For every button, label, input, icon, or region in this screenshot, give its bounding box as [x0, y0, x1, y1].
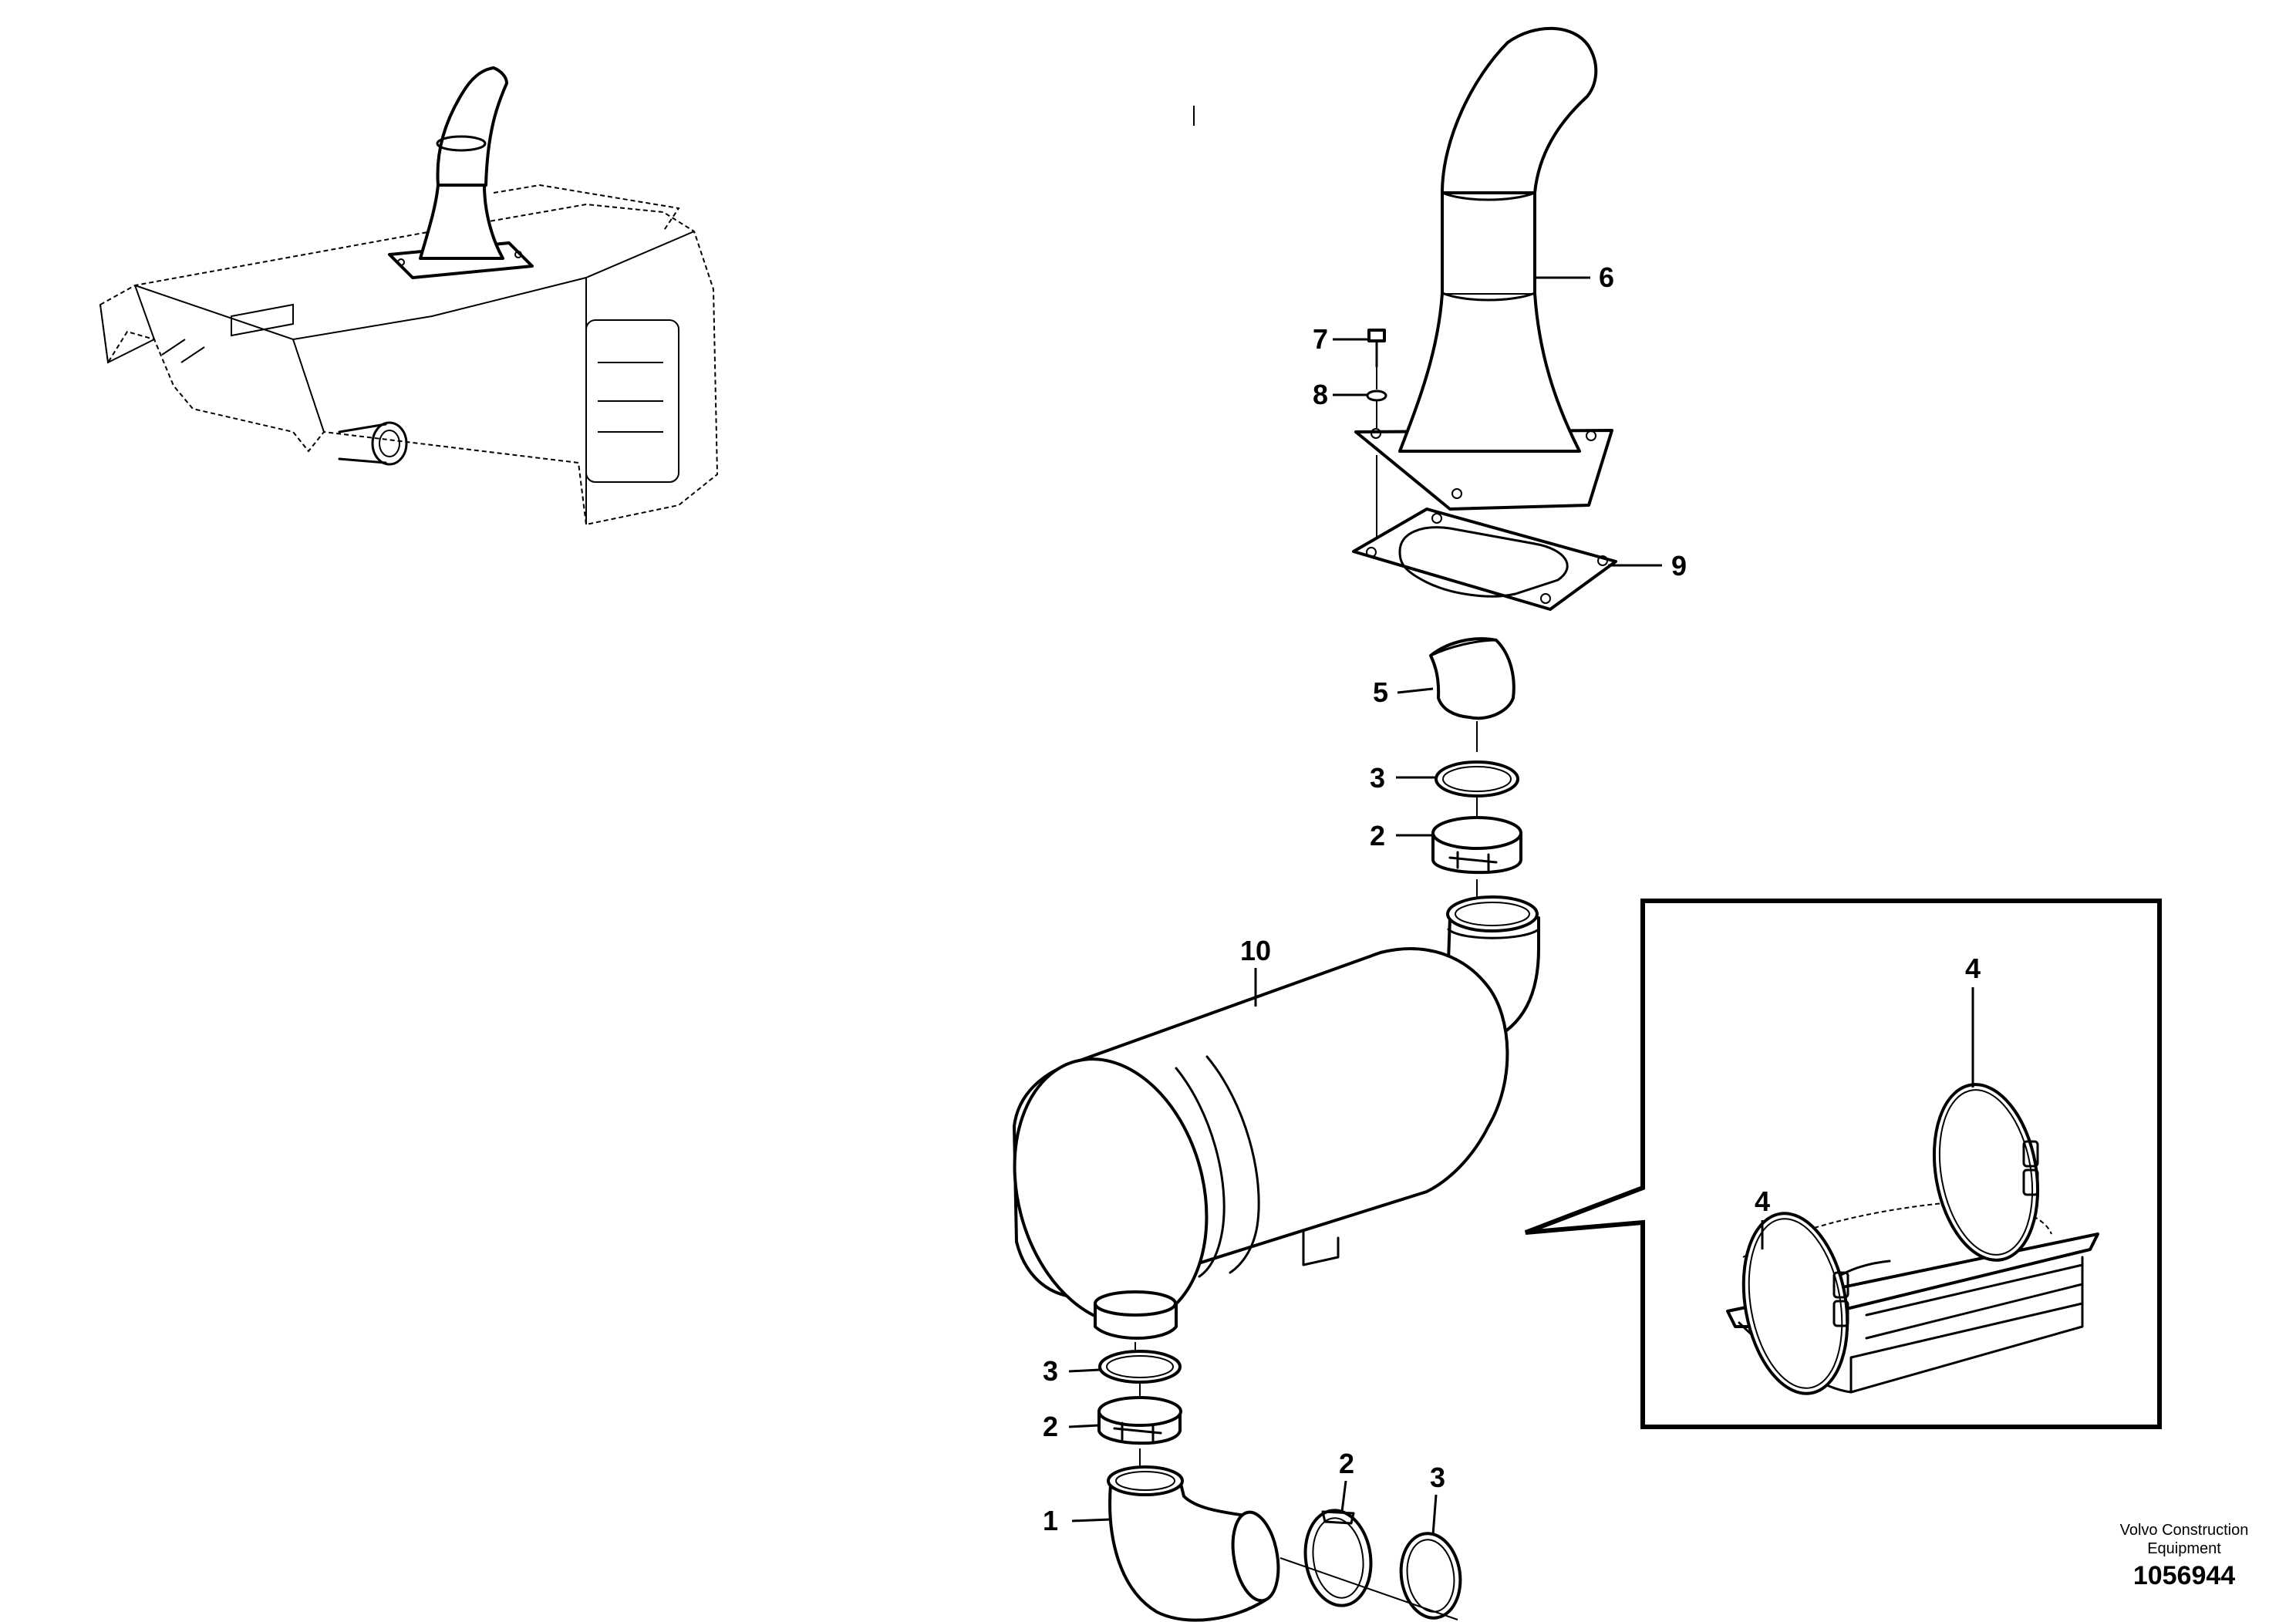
drawing-number: 1056944 [2132, 1561, 2236, 1590]
callout-3-upper: 3 [1370, 762, 1385, 794]
callout-4-right: 4 [1965, 953, 1981, 984]
mounting-bracket-detail [1726, 1083, 2099, 1395]
v-clamp-upper [1431, 816, 1522, 875]
callout-2-upper: 2 [1370, 820, 1385, 851]
exhaust-stack-pipe [1354, 26, 1613, 511]
brand-name-line-2: Equipment [2147, 1540, 2221, 1557]
flange-washer [1366, 389, 1387, 402]
leader-lines [1068, 276, 1974, 1536]
flange-gasket [1352, 508, 1617, 611]
overview-hood-illustration [99, 66, 1195, 526]
elbow-pipe-lower [1107, 1465, 1280, 1622]
callout-8: 8 [1313, 379, 1328, 410]
seal-ring-lower [1098, 1350, 1182, 1384]
callout-3-right: 3 [1430, 1462, 1445, 1493]
brand-name-line-1: Volvo Construction [2119, 1522, 2249, 1539]
callout-5: 5 [1373, 676, 1388, 708]
elbow-pipe-upper [1429, 637, 1515, 720]
seal-ring-upper [1435, 760, 1519, 798]
callout-9: 9 [1671, 550, 1687, 582]
seal-ring-right [1399, 1532, 1462, 1620]
callout-1: 1 [1043, 1505, 1058, 1536]
muffler-body [1013, 947, 1509, 1340]
v-clamp-right [1303, 1509, 1373, 1607]
callout-labels: 1 2 2 2 3 3 3 4 4 5 6 7 8 9 10 [1043, 261, 1981, 1536]
detail-inset-frame [1524, 899, 2162, 1429]
callout-10: 10 [1240, 935, 1271, 966]
callout-3-lower: 3 [1043, 1355, 1058, 1387]
callout-2-lower: 2 [1043, 1411, 1058, 1442]
flange-bolt [1367, 329, 1386, 368]
callout-4-left: 4 [1755, 1185, 1770, 1217]
v-clamp-lower [1097, 1396, 1182, 1445]
callout-6: 6 [1599, 261, 1614, 293]
brand-block: Volvo Construction Equipment 1056944 [2095, 1521, 2273, 1591]
callout-7: 7 [1313, 323, 1328, 355]
callout-2-right: 2 [1339, 1448, 1354, 1479]
